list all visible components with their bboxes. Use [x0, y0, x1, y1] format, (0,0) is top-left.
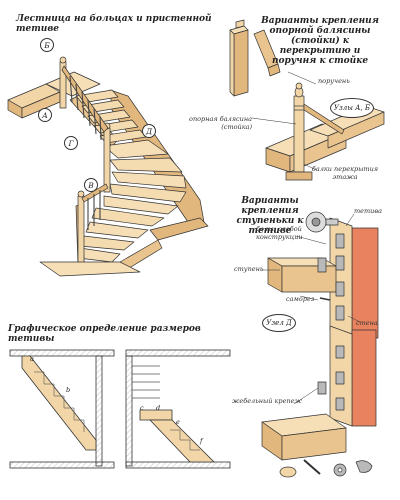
lower-flight-steps: [77, 207, 165, 263]
graph-letter-a: a: [30, 355, 34, 363]
leader-lines: [251, 71, 361, 405]
staircase-illustration: [7, 56, 209, 277]
graph-letter-e: e: [176, 418, 180, 426]
balusters: [69, 75, 102, 230]
main-staircase-title: Лестница на больцах и пристенной тетиве: [16, 14, 212, 34]
wall-label: стена: [356, 319, 378, 327]
special-bolt-label: больц особой конструкции: [256, 225, 303, 241]
graphic-sizing-diagrams: [9, 349, 231, 469]
step-fastening-illustration: [261, 211, 379, 478]
post-fastening-title: Варианты крепления опорной балясины (сто…: [261, 16, 379, 66]
node-marker-a: А: [38, 108, 52, 122]
step-fastening-title: Варианты крепления ступеньки к тетиве: [236, 196, 304, 236]
winder-steps: [103, 139, 187, 215]
support-post-label: опорная балясина (стойка): [189, 115, 252, 131]
nodes-ab-badge: Узлы А, Б: [330, 98, 374, 118]
screw-label: саморез: [286, 295, 315, 303]
staircase-posts: [59, 56, 111, 269]
graphic-sizing-title: Графическое определение размеров тетивы: [8, 324, 201, 344]
stringer-label: тетива: [354, 207, 383, 215]
node-marker-d: Д: [142, 124, 156, 138]
graph-letter-f: f: [199, 437, 204, 445]
node-marker-g: Г: [64, 136, 78, 150]
graph-letter-c: c: [140, 404, 144, 412]
clamp-label: жебельный крепеж: [232, 397, 302, 405]
graph-letter-b: b: [66, 386, 70, 394]
graph-letter-d: d: [156, 404, 160, 412]
handrails: [61, 65, 109, 203]
node-d-badge: Узел Д: [262, 314, 296, 332]
node-marker-b: Б: [40, 38, 54, 52]
floor-beams-label: балки перекрытия этажа: [311, 165, 379, 181]
handrail-label: поручень: [318, 77, 350, 85]
step-label: ступень: [234, 265, 264, 273]
node-marker-v: В: [84, 178, 98, 192]
